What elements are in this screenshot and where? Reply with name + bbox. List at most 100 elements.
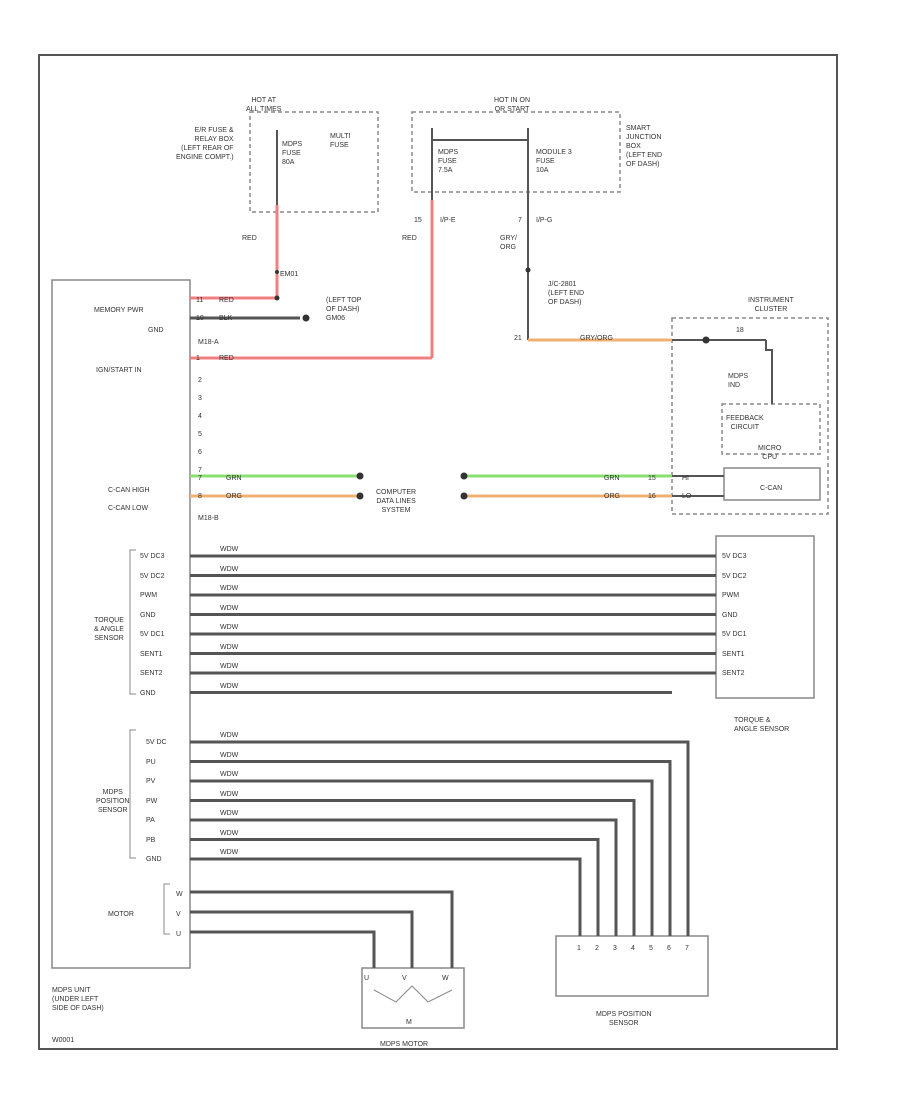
torque-sensor-pin: SENT2 <box>722 670 745 677</box>
position-wire <box>190 838 600 936</box>
empty-pin-3: 3 <box>198 395 202 402</box>
can-low-right-dot <box>460 492 468 500</box>
torque-sensor-pin: 5V DC2 <box>722 572 747 580</box>
cluster-wire-org: ORG <box>604 493 620 500</box>
module-3-fuse: MODULE 3 FUSE 10A <box>536 149 572 174</box>
wire-gnd: BLK <box>219 315 233 322</box>
torque-sensor-pin: 5V DC3 <box>722 553 747 560</box>
ipe-connector: I/P-E <box>440 217 456 224</box>
empty-pin-5: 5 <box>198 431 202 438</box>
empty-pin-7: 7 <box>198 467 202 474</box>
position-signal-label: GND <box>146 856 162 863</box>
motor-bracket <box>163 883 170 935</box>
empty-pin-2: 2 <box>198 377 202 384</box>
position-wire-color: WDW <box>220 790 239 798</box>
torque-sensor-pin: 5V DC1 <box>722 631 747 638</box>
motor-phase-label: U <box>364 975 369 982</box>
mdps-motor-name: MDPS MOTOR <box>380 1041 429 1048</box>
torque-sensor-box <box>715 535 815 699</box>
mdps-unit-name: MDPS UNIT (UNDER LEFT SIDE OF DASH) <box>52 987 104 1012</box>
position-connector-pin: 2 <box>595 945 599 952</box>
mdps-multi-fuse: MDPS FUSE 80A <box>282 141 303 166</box>
memory-pwr-joint <box>274 295 280 301</box>
position-signal-label: PA <box>146 817 155 824</box>
torque-wire-color: WDW <box>220 565 239 573</box>
computer-data-lines-label: COMPUTER DATA LINES SYSTEM <box>376 489 417 514</box>
torque-signal-label: GND <box>140 689 156 697</box>
cluster-dot <box>702 336 710 344</box>
motor-ground-label: M <box>406 1019 412 1026</box>
position-signal-label: PW <box>146 797 158 805</box>
torque-wire-color: WDW <box>220 546 239 553</box>
mdps-indicator: MDPS IND <box>728 373 749 389</box>
position-wire-color: WDW <box>220 829 239 837</box>
position-wire <box>190 740 690 936</box>
mdps-unit-box <box>51 279 191 969</box>
pin-memory-pwr: 11 <box>196 297 204 304</box>
ign-start-in-label: IGN/START IN <box>96 367 142 374</box>
diagram-code: W0001 <box>52 1037 75 1044</box>
motor-phase-label: V <box>402 975 407 982</box>
torque-signal-label: GND <box>140 611 156 619</box>
position-signal-label: PB <box>146 836 156 844</box>
c-can-high-label: C-CAN HIGH <box>108 487 150 494</box>
position-bracket <box>129 729 136 859</box>
torque-sensor-pin: SENT1 <box>722 650 745 658</box>
position-wire <box>190 857 582 936</box>
position-signal-label: PV <box>146 778 156 785</box>
torque-group-label: TORQUE & ANGLE SENSOR <box>94 617 124 642</box>
smart-junction-box-label: SMART JUNCTION BOX (LEFT END OF DASH) <box>626 125 663 168</box>
ground-gm06: (LEFT TOP OF DASH) GM06 <box>326 297 362 322</box>
pin-gnd: 10 <box>196 315 204 322</box>
ipg-connector: I/P-G <box>536 217 553 224</box>
cluster-wire-gry-org: GRY/ORG <box>580 335 613 342</box>
junction-jc2801: J/C-2801 (LEFT END OF DASH) <box>548 281 585 306</box>
torque-wire-color: WDW <box>220 604 239 612</box>
ipg-pin: 7 <box>518 217 522 224</box>
motor-phase-label: W <box>442 975 449 982</box>
position-wire-color: WDW <box>220 849 239 856</box>
cluster-pin-18: 18 <box>736 327 744 334</box>
position-wire <box>190 779 654 936</box>
cluster-lo: LO <box>682 493 692 500</box>
motor-pin-v: V <box>176 911 181 918</box>
feedback-circuit: FEEDBACK CIRCUIT <box>726 415 764 431</box>
can-high-pin: 7 <box>198 475 202 482</box>
wire-ign: RED <box>219 355 234 362</box>
torque-signal-label: PWM <box>140 592 158 599</box>
torque-wire-color: WDW <box>220 624 239 631</box>
ipe-pin: 15 <box>414 217 422 224</box>
can-high-right-dot <box>460 472 468 480</box>
torque-signal-label: 5V DC3 <box>140 553 165 560</box>
torque-signal-label: 5V DC2 <box>140 572 165 580</box>
position-wire <box>190 760 672 936</box>
position-connector-pin: 6 <box>667 945 671 952</box>
top-mid-gry-org-wire: GRY/ ORG <box>500 235 517 251</box>
motor-winding <box>373 985 453 1003</box>
torque-bracket <box>129 549 136 695</box>
torque-signal-label: SENT2 <box>140 670 163 677</box>
cluster-wire-grn: GRN <box>604 475 620 482</box>
motor-wire <box>190 890 454 968</box>
torque-sensor-pin: PWM <box>722 592 740 599</box>
position-wire-color: WDW <box>220 810 239 817</box>
can-low-wire: ORG <box>226 493 242 500</box>
position-wire <box>190 818 618 936</box>
torque-sensor-pin: GND <box>722 611 738 619</box>
memory-pwr-label: MEMORY PWR <box>94 307 144 314</box>
position-wire-color: WDW <box>220 732 239 739</box>
position-signal-label: 5V DC <box>146 739 167 746</box>
position-connector-pin: 4 <box>631 945 635 952</box>
can-high-left-dot <box>356 472 364 480</box>
cluster-hi: HI <box>682 475 689 482</box>
junction-bus <box>431 128 529 141</box>
position-group-label: MDPS POSITION SENSOR <box>96 789 130 814</box>
hot-in-on-label: HOT IN ON OR START <box>494 97 531 113</box>
cluster-pin-16: 16 <box>648 493 656 500</box>
conn-m18a: M18-A <box>198 339 219 346</box>
position-connector-pin: 1 <box>577 945 581 952</box>
mdps-fuse-7-5a: MDPS FUSE 7.5A <box>438 149 459 174</box>
smart-junction-box <box>411 111 621 193</box>
cluster-c-can: C-CAN <box>760 485 783 492</box>
